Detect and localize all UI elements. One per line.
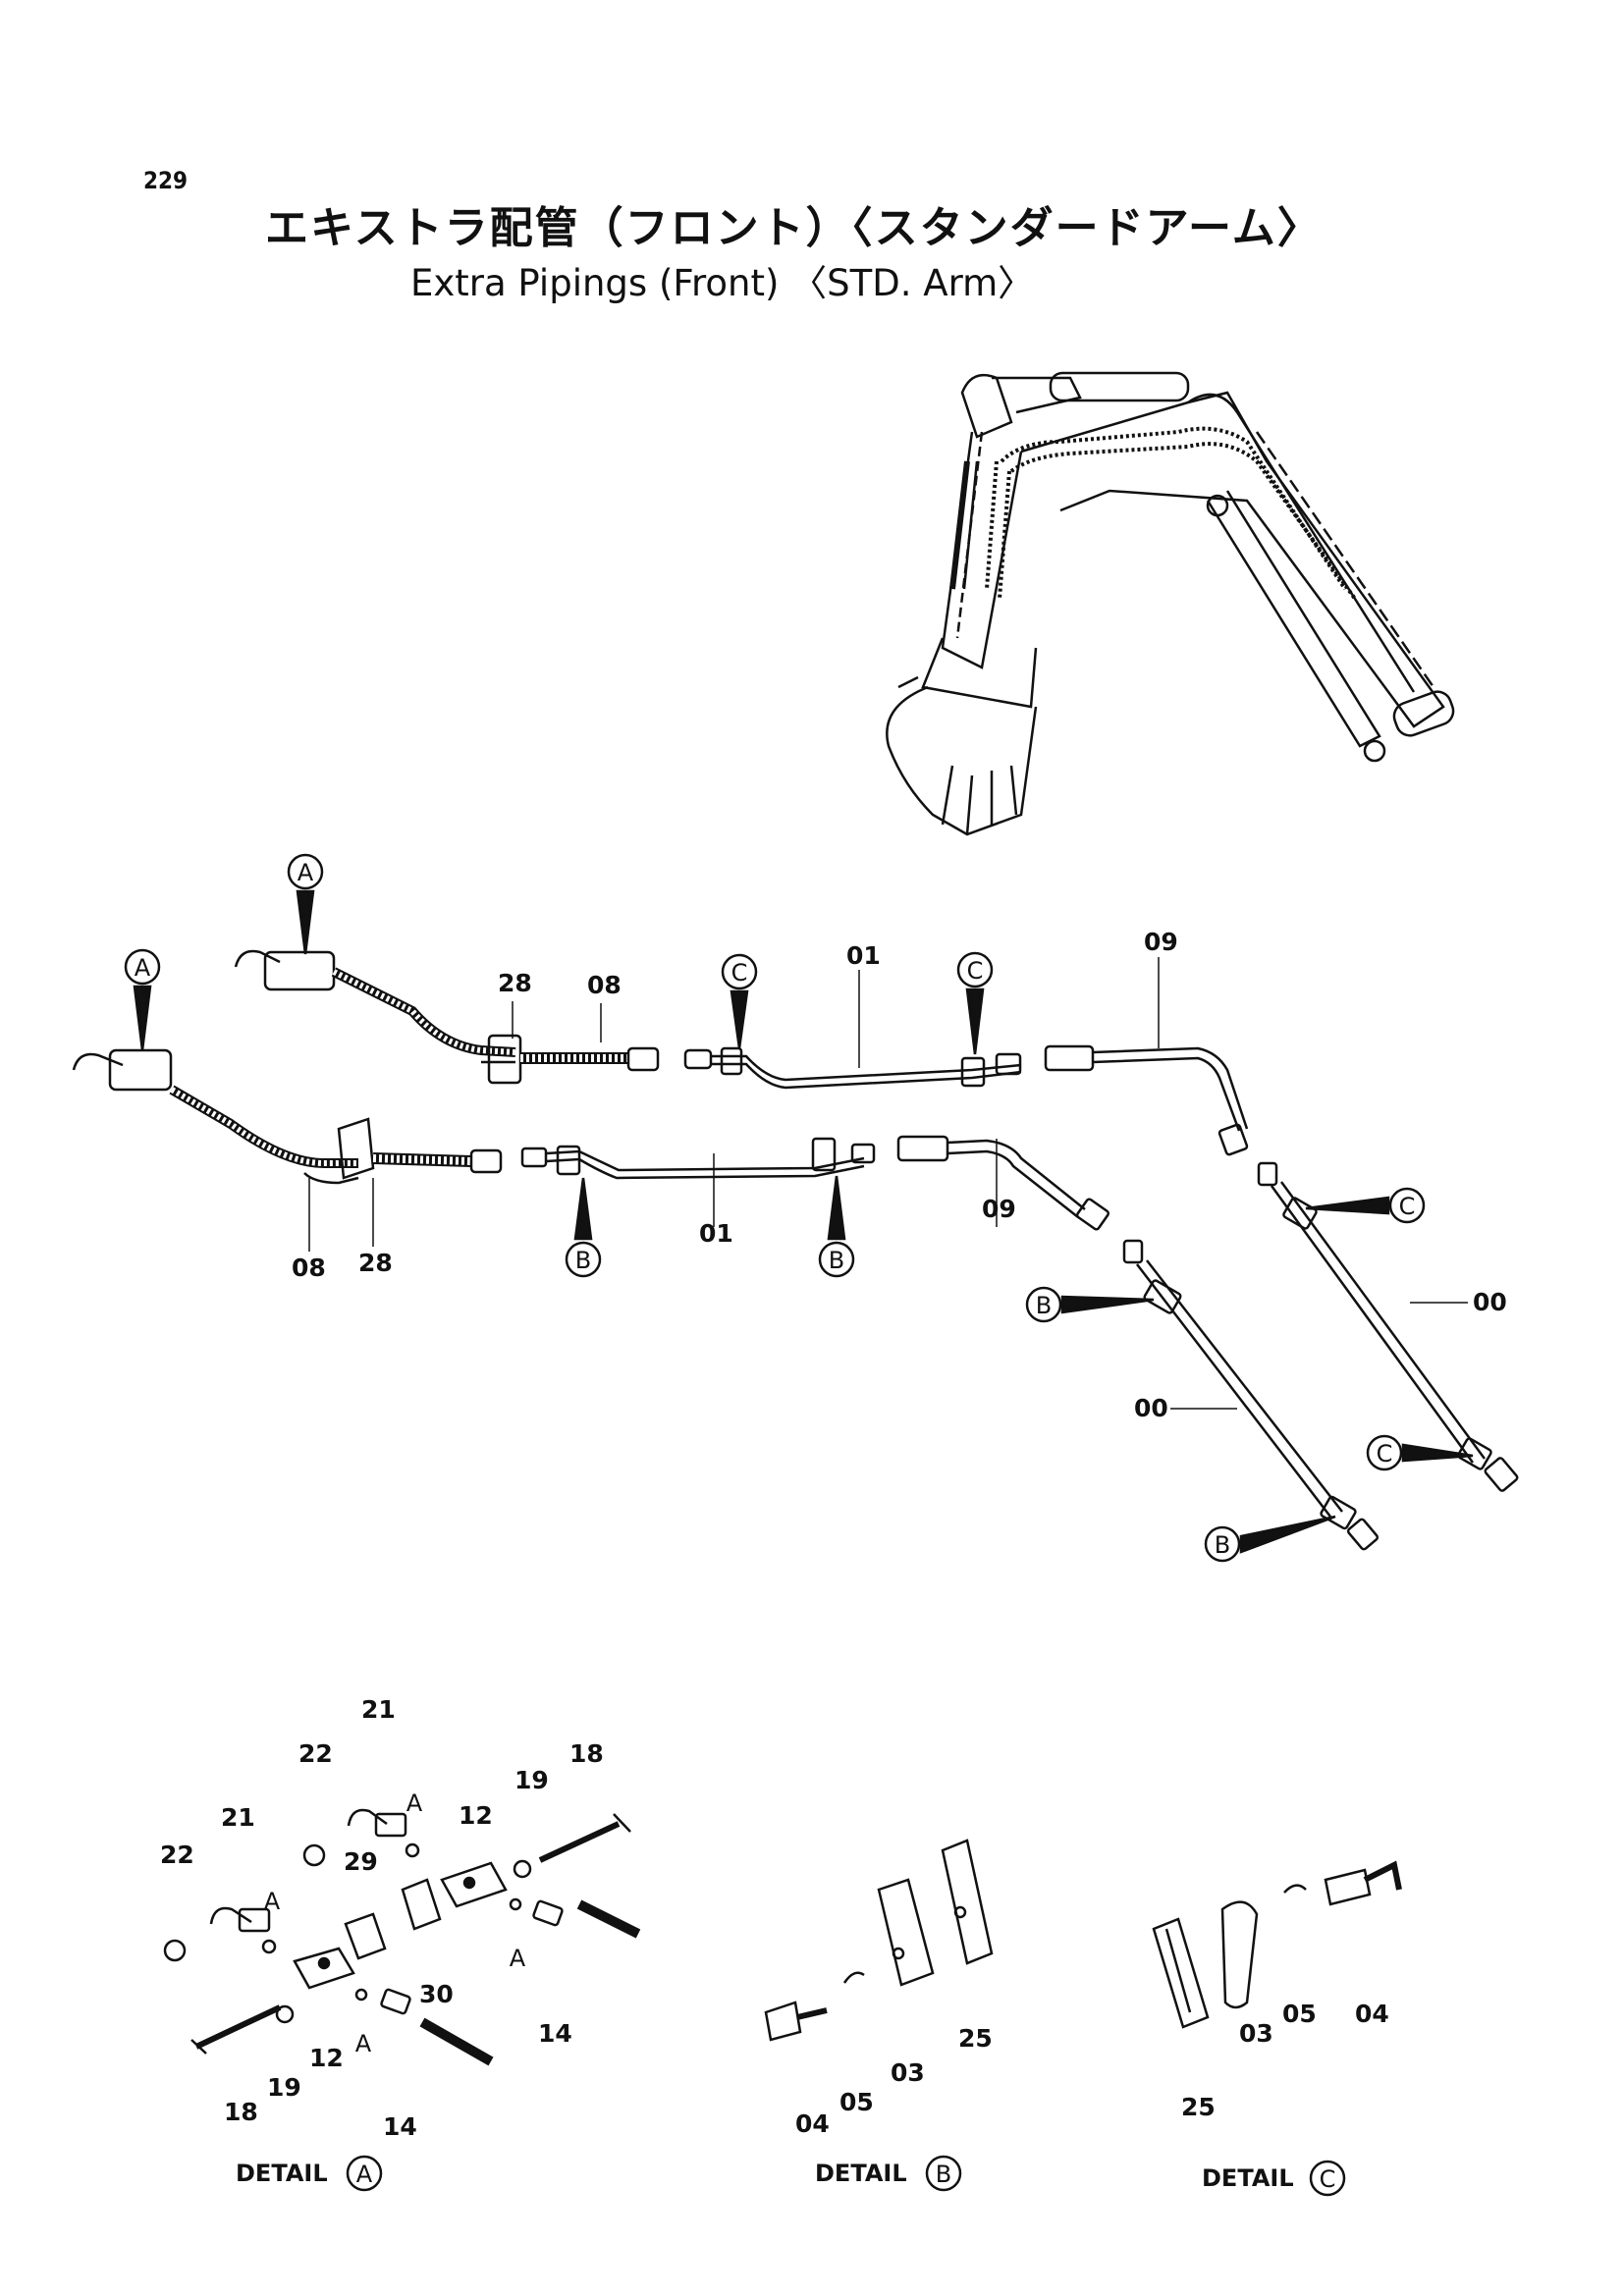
- ref-b-mid: B: [1036, 1292, 1052, 1319]
- ref-a-detail-right: A: [510, 1945, 526, 1972]
- label-part-01-upper: 01: [846, 941, 881, 970]
- detail-captions: DETAIL A DETAIL B DETAIL C: [236, 2155, 1346, 2197]
- label-part-08-upper: 08: [587, 971, 622, 999]
- ref-b-bottom: B: [1215, 1531, 1230, 1559]
- ref-c-upper-left: C: [731, 959, 748, 987]
- label-detail-b-03: 03: [891, 2058, 925, 2087]
- detail-b-caption: DETAIL: [815, 2160, 907, 2187]
- label-detail-a-22-left: 22: [160, 1841, 194, 1869]
- label-detail-a-21-left: 21: [221, 1803, 255, 1832]
- label-detail-a-22-top: 22: [298, 1739, 333, 1768]
- label-detail-c-25: 25: [1181, 2093, 1216, 2121]
- detail-a-circle: [346, 2155, 383, 2192]
- ref-a-detail-top: A: [406, 1789, 423, 1817]
- label-detail-c-04: 04: [1355, 2000, 1389, 2028]
- ref-c-bottom: C: [1377, 1440, 1393, 1468]
- label-part-28-lower: 28: [358, 1249, 393, 1277]
- label-part-09-lower: 09: [982, 1195, 1016, 1223]
- detail-c-circle: [1309, 2160, 1346, 2197]
- label-detail-c-03: 03: [1239, 2019, 1273, 2048]
- label-detail-b-05: 05: [839, 2088, 874, 2116]
- ref-callouts: [124, 853, 1474, 1563]
- label-detail-a-18-top: 18: [569, 1739, 604, 1768]
- ref-c-right: C: [1399, 1193, 1416, 1220]
- label-detail-c-05: 05: [1282, 2000, 1317, 2028]
- piping-assembly: [72, 853, 1519, 1563]
- label-detail-a-19-top: 19: [514, 1766, 549, 1794]
- label-detail-a-19-bottom: 19: [267, 2073, 301, 2102]
- detail-c-letter: C: [1320, 2165, 1336, 2193]
- label-part-00-right: 00: [1473, 1288, 1507, 1316]
- label-detail-a-21-top: 21: [361, 1695, 396, 1724]
- ref-b-lower-left: B: [575, 1247, 591, 1274]
- label-detail-a-29: 29: [344, 1847, 378, 1876]
- ref-a-detail-left: A: [264, 1888, 281, 1915]
- title-english: Extra Pipings (Front) 〈STD. Arm〉: [410, 262, 1035, 304]
- detail-c-drawing: [1152, 1860, 1402, 2029]
- label-part-01-lower: 01: [699, 1219, 733, 1248]
- title-japanese: エキストラ配管（フロント）〈スタンダードアーム〉: [265, 203, 1323, 253]
- label-detail-b-04: 04: [795, 2109, 830, 2138]
- detail-c-caption: DETAIL: [1202, 2164, 1294, 2192]
- ref-a-lower: A: [135, 954, 151, 982]
- leader-lines: [308, 957, 1468, 1410]
- detail-a-drawing: [163, 1808, 641, 2066]
- label-detail-a-14-right: 14: [538, 2019, 572, 2048]
- detail-b-circle: [925, 2155, 962, 2192]
- label-part-28-upper: 28: [498, 969, 532, 997]
- detail-a-letter: A: [356, 2161, 373, 2188]
- page-number: 229: [143, 167, 189, 194]
- upper-pipe-line: [234, 949, 1519, 1492]
- label-part-09-upper: 09: [1144, 928, 1178, 956]
- label-part-00-left: 00: [1134, 1394, 1168, 1422]
- detail-b-letter: B: [936, 2161, 951, 2188]
- detail-a-caption: DETAIL: [236, 2160, 328, 2187]
- label-detail-a-12-top: 12: [459, 1801, 493, 1830]
- part-number-labels: 28 08 01 09 09 01 08 28 00 00 21 22 21 2…: [160, 928, 1507, 2141]
- lower-pipe-line: [72, 1048, 1380, 1551]
- excavator-front-illustration: [886, 371, 1455, 836]
- ref-a-detail-bottom: A: [355, 2030, 372, 2057]
- reference-letters: A A C C B B C B C B A A A A: [135, 859, 1416, 2057]
- label-detail-a-18-bottom: 18: [224, 2098, 258, 2126]
- ref-c-upper-right: C: [967, 957, 984, 985]
- label-detail-a-14-bottom: 14: [383, 2112, 417, 2141]
- label-detail-a-12-bottom: 12: [309, 2044, 344, 2072]
- ref-b-lower-right: B: [829, 1247, 844, 1274]
- label-detail-b-25: 25: [958, 2024, 993, 2053]
- detail-b-drawing: [764, 1839, 994, 2042]
- ref-a-upper: A: [298, 859, 314, 886]
- label-part-08-lower: 08: [292, 1254, 326, 1282]
- label-detail-a-30: 30: [419, 1980, 454, 2008]
